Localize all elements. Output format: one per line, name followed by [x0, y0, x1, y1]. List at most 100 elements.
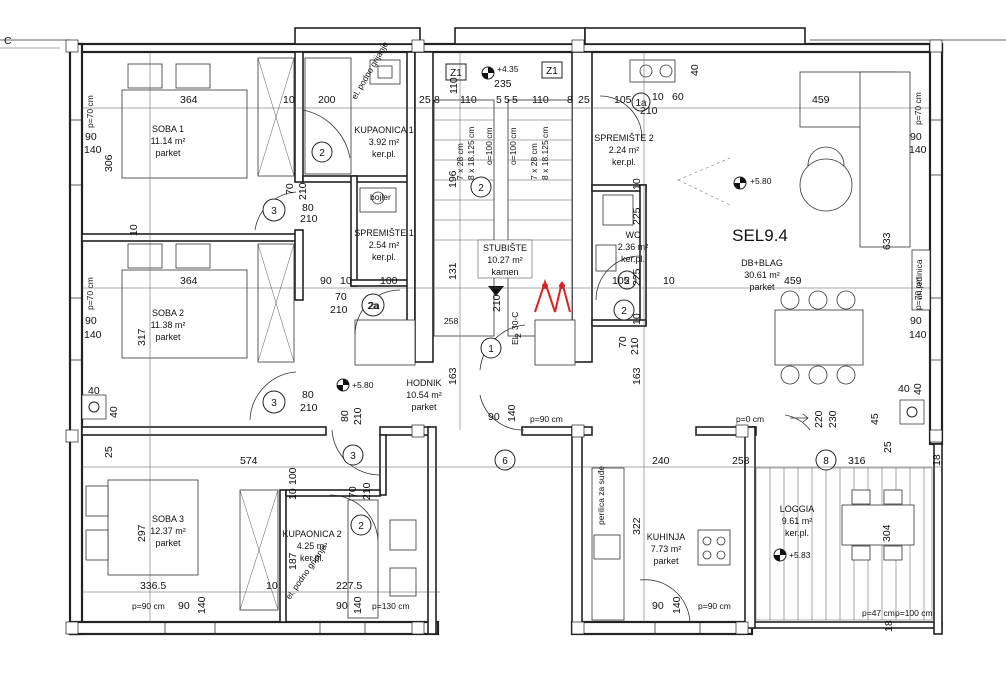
- dimension: 140: [352, 596, 364, 614]
- dimension: 140: [84, 144, 102, 156]
- stair-note: o=100 cm: [508, 127, 518, 165]
- dimension: 40: [108, 406, 120, 418]
- room-area-soba2: 11.38 m²: [151, 320, 186, 330]
- dimension: 90: [178, 600, 190, 612]
- dimension: 25: [103, 446, 115, 458]
- dimension: 60: [672, 91, 684, 103]
- room-labels: SOBA 1 11.14 m² parket SOBA 2 11.38 m² p…: [150, 124, 814, 566]
- dimension: 10: [340, 275, 352, 287]
- door-tag: 1: [488, 344, 494, 355]
- dimension: 140: [506, 404, 518, 422]
- bed-soba1: [121, 89, 248, 179]
- stair-code: 30-C: [510, 312, 520, 330]
- dimension: 10: [652, 91, 664, 103]
- dimension: 258: [444, 316, 458, 326]
- dishwasher-label: perilica za suđe: [596, 466, 606, 525]
- dimension: p=130 cm: [372, 601, 410, 611]
- room-name-soba1: SOBA 1: [152, 124, 184, 134]
- level-markers: [336, 66, 787, 562]
- room-floor-stub: kamen: [491, 267, 518, 277]
- dimension: 364: [180, 275, 198, 287]
- dimension: 140: [671, 596, 683, 614]
- windows: [70, 119, 942, 634]
- dimension: 110: [460, 94, 477, 106]
- interior-walls: [81, 51, 757, 635]
- dimension: 25: [578, 94, 590, 106]
- dimension: 322: [631, 517, 643, 535]
- dimension: 196: [447, 170, 459, 188]
- dimension: p=100 cm: [895, 608, 933, 618]
- dimension: p=0 cm: [736, 414, 764, 424]
- room-area-kup2: 4.25 m²: [297, 541, 328, 551]
- door-tag: 8: [823, 456, 829, 467]
- door-tags: 3 3 2 2a 3 2 2 1 6 1a 2 2 8: [262, 92, 837, 536]
- level-stair-top: +4.35: [497, 64, 519, 74]
- door-tag: 1a: [635, 98, 647, 109]
- stair-level-tag: EL: [510, 334, 520, 345]
- dimension: 70: [347, 486, 359, 498]
- room-name-kup2: KUPAONICA 2: [282, 529, 341, 539]
- dimension: 18: [931, 454, 943, 466]
- room-area-hodnik: 10.54 m²: [406, 390, 442, 400]
- door-tag-2a: 2a: [368, 301, 380, 312]
- stair-note: o=100 cm: [484, 127, 494, 165]
- dimension: 210: [300, 402, 318, 414]
- level-corridor: +5.80: [352, 380, 374, 390]
- dimension: p=70 cm: [85, 277, 95, 310]
- dimension: 90: [488, 411, 500, 423]
- room-name-wc: WC: [626, 230, 641, 240]
- dimension: 336.5: [140, 580, 166, 592]
- dimension: 163: [447, 367, 459, 385]
- stair-note: 8 x 18.125 cm: [466, 127, 476, 180]
- dimension: 574: [240, 455, 258, 467]
- dimension: 90: [320, 275, 332, 287]
- room-area-kup1: 3.92 m²: [369, 137, 400, 147]
- room-floor-kuh: parket: [653, 556, 679, 566]
- room-area-kuh: 7.73 m²: [651, 544, 682, 554]
- dimension: 18: [883, 620, 895, 632]
- dimension: 187: [287, 552, 299, 570]
- room-area-wc: 2.36 m²: [618, 242, 649, 252]
- room-name-soba2: SOBA 2: [152, 308, 184, 318]
- room-name-stub: STUBIŠTE: [483, 243, 527, 253]
- dimension: 230: [827, 410, 839, 428]
- level-living: +5.80: [750, 176, 772, 186]
- dimension: 364: [180, 94, 198, 106]
- dimension: 10: [283, 94, 295, 106]
- dimension: 225: [631, 268, 643, 286]
- dimension: 10: [631, 178, 643, 190]
- dimension: 210: [330, 304, 348, 316]
- room-name-soba3: SOBA 3: [152, 514, 184, 524]
- dimension: 459: [784, 275, 802, 287]
- dimension: 140: [909, 329, 927, 341]
- dimension: 210: [352, 407, 364, 425]
- room-name-kup1: KUPAONICA 1: [354, 125, 413, 135]
- dimension: 40: [689, 64, 701, 76]
- dimension: 80: [302, 389, 314, 401]
- bed-soba2: [121, 269, 248, 359]
- dimension: 210: [491, 294, 503, 312]
- door-tag: 6: [502, 456, 508, 467]
- door-tag: 3: [271, 398, 277, 409]
- window-tag: Z1: [450, 68, 462, 79]
- dimension: 633: [881, 232, 893, 250]
- room-area-soba1: 11.14 m²: [151, 136, 186, 146]
- room-floor-kup1: ker.pl.: [372, 149, 396, 159]
- dimension: 70: [617, 336, 629, 348]
- door-tag: 2: [624, 276, 630, 287]
- dimension: p=90 cm: [530, 414, 563, 424]
- dimension: 90: [85, 315, 97, 327]
- dimension: 10: [266, 580, 278, 592]
- dimension: p=47 cm: [862, 608, 895, 618]
- room-area-db: 30.61 m²: [744, 270, 780, 280]
- dimension: 5: [504, 94, 510, 106]
- level-loggia: +5.83: [789, 550, 811, 560]
- dimensions: 364 10 200 25 8 235 110 110 5 5 5 110 8 …: [84, 64, 943, 632]
- dimension: 8: [434, 94, 440, 106]
- dimension: 90: [336, 600, 348, 612]
- dimension: 140: [84, 329, 102, 341]
- dimension: p=90 cm: [132, 601, 165, 611]
- dimension: 90: [910, 131, 922, 143]
- room-floor-loggia: ker.pl.: [785, 528, 809, 538]
- dimension: 105: [612, 275, 630, 287]
